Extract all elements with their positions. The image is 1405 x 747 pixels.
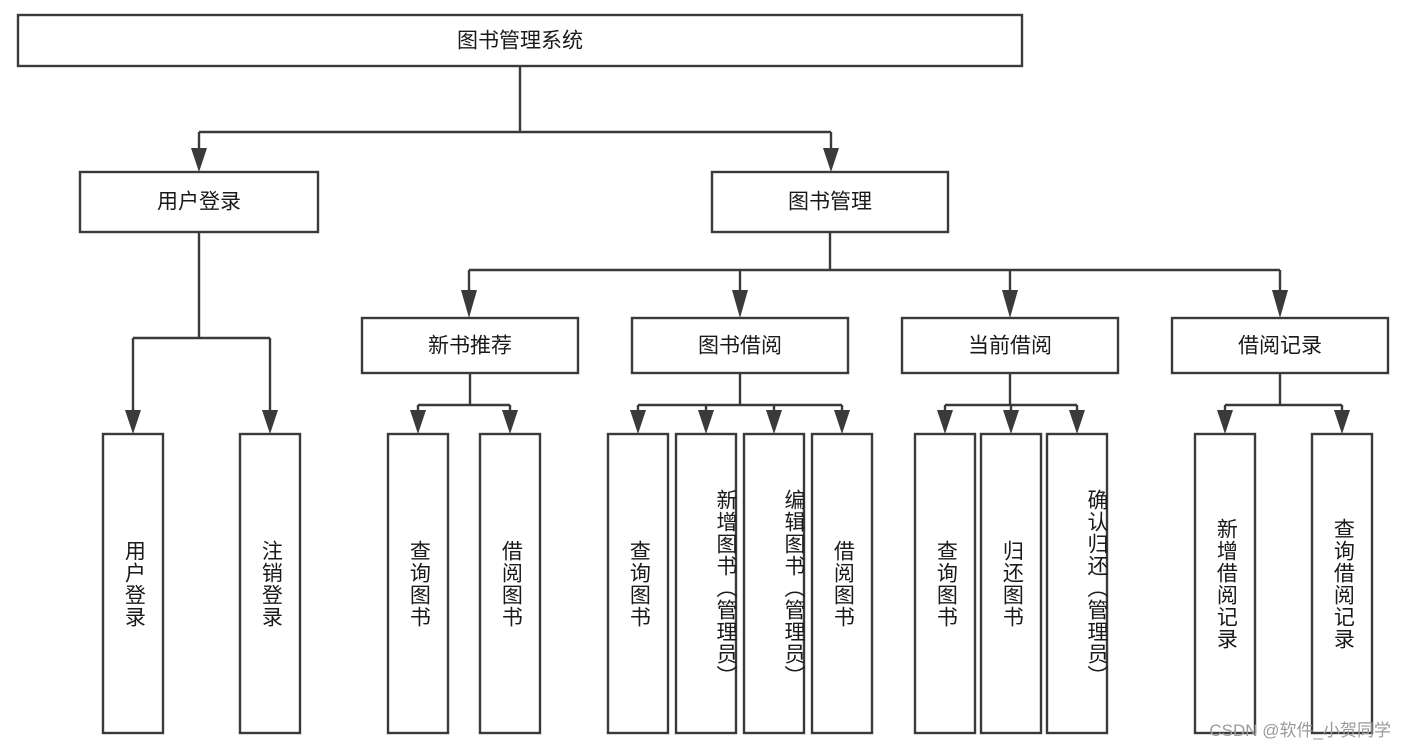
arrow-books-c4 xyxy=(1272,290,1288,318)
leaf-box-record-add[interactable] xyxy=(1193,432,1257,735)
current-borrow-box[interactable] xyxy=(900,316,1120,375)
arrow-borrow-c1 xyxy=(630,410,646,434)
arrow-record-c2 xyxy=(1334,410,1350,434)
leaf-box-current-query[interactable] xyxy=(913,432,977,735)
root-box[interactable] xyxy=(16,13,1024,68)
node-book-borrow[interactable]: 图书借阅 xyxy=(630,316,850,375)
leaf-box-current-confirm[interactable] xyxy=(1045,432,1109,735)
book-borrow-label: 图书借阅 xyxy=(698,335,782,358)
leaf-box-borrow-query[interactable] xyxy=(606,432,670,735)
leaf-box-recommend-borrow[interactable] xyxy=(478,432,542,735)
arrow-root-to-login xyxy=(191,148,207,172)
leaf-box-borrow-edit[interactable] xyxy=(742,432,806,735)
arrow-borrow-c3 xyxy=(766,410,782,434)
arrow-login-c1 xyxy=(125,410,141,434)
node-book-management[interactable]: 图书管理 xyxy=(710,170,950,234)
arrow-books-c3 xyxy=(1002,290,1018,318)
arrow-recommend-c2 xyxy=(502,410,518,434)
leaf-box-user-login[interactable] xyxy=(101,432,165,735)
node-new-book-recommend[interactable]: 新书推荐 xyxy=(360,316,580,375)
arrow-login-c2 xyxy=(262,410,278,434)
node-user-login[interactable]: 用户登录 xyxy=(78,170,320,234)
borrow-record-box[interactable] xyxy=(1170,316,1390,375)
arrow-recommend-c1 xyxy=(410,410,426,434)
book-borrow-box[interactable] xyxy=(630,316,850,375)
new-book-recommend-label: 新书推荐 xyxy=(428,335,512,358)
current-borrow-label: 当前借阅 xyxy=(968,335,1052,358)
new-book-recommend-box[interactable] xyxy=(360,316,580,375)
node-borrow-record[interactable]: 借阅记录 xyxy=(1170,316,1390,375)
borrow-record-label: 借阅记录 xyxy=(1238,335,1322,358)
arrow-current-c2 xyxy=(1003,410,1019,434)
leaf-box-borrow-add[interactable] xyxy=(674,432,738,735)
leaf-box-logout[interactable] xyxy=(238,432,302,735)
arrow-current-c3 xyxy=(1069,410,1085,434)
user-login-label: 用户登录 xyxy=(157,191,241,214)
leaf-box-current-return[interactable] xyxy=(979,432,1043,735)
arrow-borrow-c4 xyxy=(834,410,850,434)
node-current-borrow[interactable]: 当前借阅 xyxy=(900,316,1120,375)
arrow-record-c1 xyxy=(1217,410,1233,434)
arrow-current-c1 xyxy=(937,410,953,434)
root-label: 图书管理系统 xyxy=(457,30,583,53)
leaf-box-borrow-lend[interactable] xyxy=(810,432,874,735)
leaf-box-recommend-query[interactable] xyxy=(386,432,450,735)
arrow-borrow-c2 xyxy=(698,410,714,434)
node-root[interactable]: 图书管理系统 xyxy=(16,13,1024,68)
arrow-books-c1 xyxy=(461,290,477,318)
book-management-box[interactable] xyxy=(710,170,950,234)
arrow-books-c2 xyxy=(732,290,748,318)
arrow-root-to-books xyxy=(823,148,839,172)
book-management-label: 图书管理 xyxy=(788,191,872,214)
leaf-box-record-query[interactable] xyxy=(1310,432,1374,735)
